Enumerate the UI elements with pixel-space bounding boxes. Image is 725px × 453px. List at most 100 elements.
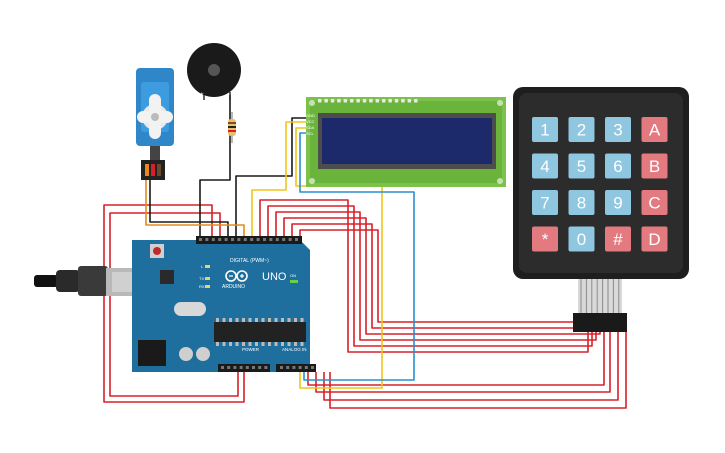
lcd-pin: [318, 99, 322, 103]
crystal: [174, 302, 206, 316]
analog-label: ANALOG IN: [282, 347, 307, 352]
wire-red: [109, 212, 239, 397]
digital-pin[interactable]: [211, 238, 215, 241]
lcd-pin: [388, 99, 392, 103]
atmega-chip: [214, 322, 306, 342]
keypad-key-4[interactable]: 4: [532, 153, 558, 179]
digital-pin[interactable]: [256, 238, 260, 241]
tx-led: [205, 277, 210, 280]
analog-pin[interactable]: [292, 366, 296, 369]
chip-pin: [274, 342, 278, 346]
lcd-pin: [375, 99, 380, 103]
power-pin[interactable]: [239, 366, 243, 369]
lcd-pin: [407, 99, 412, 103]
analog-pin[interactable]: [286, 366, 290, 369]
keypad-key-7[interactable]: 7: [532, 190, 558, 215]
digital-pin[interactable]: [288, 238, 292, 241]
chip-pin: [261, 318, 265, 322]
chip-pin: [294, 342, 297, 346]
resistor[interactable]: [228, 112, 236, 143]
digital-pin[interactable]: [282, 238, 286, 241]
keypad-connector: [573, 313, 627, 332]
keypad-key-a[interactable]: A: [641, 117, 668, 142]
chip-pin: [300, 318, 304, 322]
chip-pin: [235, 342, 239, 346]
digital-pin[interactable]: [231, 238, 234, 241]
chip-pin: [222, 342, 226, 346]
chip-pin: [281, 318, 284, 322]
analog-pin[interactable]: [280, 366, 283, 369]
lcd-pin: [394, 99, 399, 103]
wire-red: [329, 332, 627, 409]
keypad-key-2[interactable]: 2: [568, 117, 595, 142]
keypad-key-1[interactable]: 1: [532, 117, 558, 142]
chip-pin: [287, 318, 291, 322]
keypad-key-label: C: [648, 194, 660, 213]
digital-pin[interactable]: [205, 238, 209, 241]
power-pin[interactable]: [233, 366, 237, 369]
keypad-key-3[interactable]: 3: [605, 117, 631, 142]
digital-pin[interactable]: [295, 238, 298, 241]
power-pin[interactable]: [245, 366, 249, 369]
digital-pin[interactable]: [237, 238, 241, 241]
keypad-key-hash[interactable]: #: [605, 226, 631, 252]
analog-pin[interactable]: [298, 366, 302, 369]
servo-motor[interactable]: [136, 68, 174, 180]
keypad-key-d[interactable]: D: [641, 226, 668, 252]
lcd-pin: [382, 99, 386, 103]
chip-pin: [229, 318, 232, 322]
l-label: L: [201, 264, 204, 269]
keypad-key-label: 2: [577, 121, 586, 140]
power-pin[interactable]: [252, 366, 255, 369]
digital-pin[interactable]: [243, 238, 247, 241]
keypad-key-label: 3: [613, 121, 622, 140]
keypad-key-label: A: [649, 121, 661, 140]
chip-pin: [242, 318, 245, 322]
chip-pin: [216, 318, 219, 322]
keypad-key-label: D: [648, 230, 660, 249]
lcd-pin-gnd: GND: [306, 113, 315, 118]
arduino-brand: ARDUINO: [222, 284, 245, 290]
keypad-key-6[interactable]: 6: [605, 153, 631, 179]
digital-pin[interactable]: [269, 238, 273, 241]
power-pin[interactable]: [258, 366, 262, 369]
digital-pin[interactable]: [224, 238, 228, 241]
keypad-key-star[interactable]: *: [532, 226, 558, 252]
chip-pin: [300, 342, 304, 346]
digital-pin[interactable]: [263, 238, 266, 241]
digital-pin[interactable]: [250, 238, 254, 241]
chip-pin: [255, 342, 258, 346]
piezo-buzzer[interactable]: +: [187, 43, 241, 100]
keypad-key-b[interactable]: B: [641, 153, 668, 179]
keypad-key-0[interactable]: 0: [568, 226, 595, 252]
digital-pin[interactable]: [275, 238, 279, 241]
lcd-pin: [337, 99, 341, 103]
wire-red: [323, 332, 619, 401]
power-pin[interactable]: [227, 366, 231, 369]
lcd-display[interactable]: GND VCC SDA SCL: [306, 97, 506, 187]
wire-red: [259, 199, 589, 353]
wire-red: [283, 217, 601, 335]
power-pin[interactable]: [264, 366, 268, 369]
chip-pin: [287, 342, 291, 346]
lcd-pin: [356, 99, 360, 103]
keypad-key-8[interactable]: 8: [568, 190, 595, 215]
analog-pin[interactable]: [311, 366, 314, 369]
digital-pin[interactable]: [218, 238, 222, 241]
digital-pin[interactable]: [199, 238, 202, 241]
arduino-uno-board[interactable]: DIGITAL (PWM~) UNO ARDUINO TX RX L ON: [132, 236, 316, 372]
wire-black: [235, 117, 312, 237]
keypad-key-c[interactable]: C: [641, 190, 668, 215]
analog-header: [276, 364, 316, 372]
digital-label: DIGITAL (PWM~): [230, 258, 269, 264]
on-label: ON: [290, 273, 296, 278]
keypad-key-9[interactable]: 9: [605, 190, 631, 215]
lcd-pin: [330, 99, 335, 103]
keypad-key-label: 0: [577, 230, 586, 249]
power-pin[interactable]: [221, 366, 224, 369]
keypad-key-5[interactable]: 5: [568, 153, 595, 179]
wire-red: [299, 229, 576, 323]
lcd-pin-vcc: VCC: [306, 119, 315, 124]
analog-pin[interactable]: [304, 366, 308, 369]
